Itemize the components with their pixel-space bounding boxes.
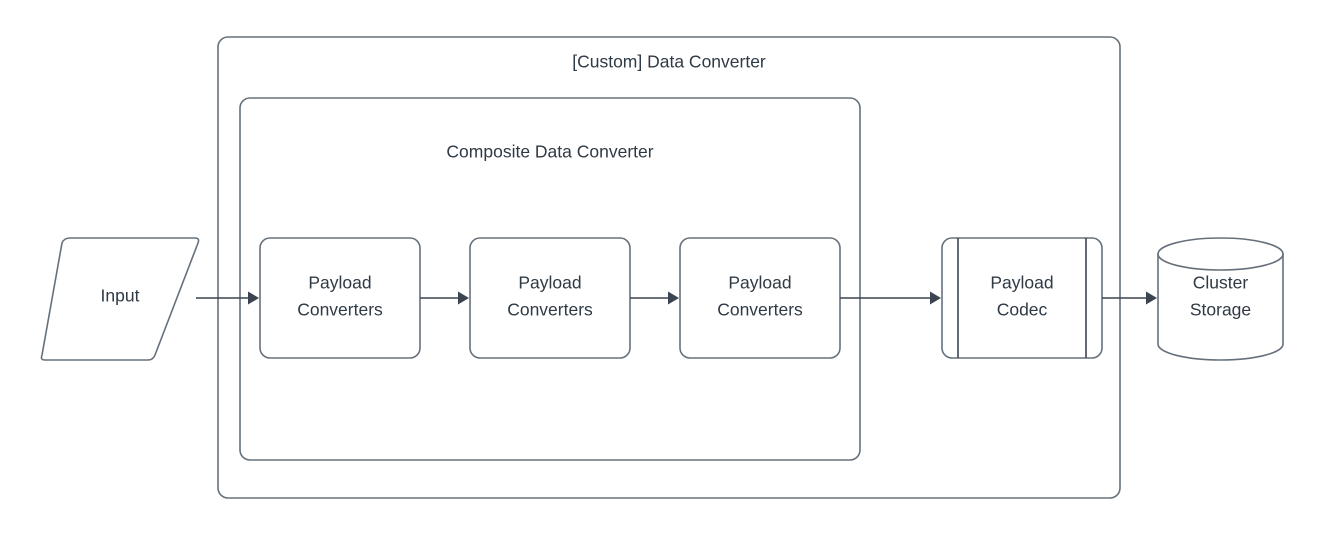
composite-data-converter-label: Composite Data Converter (446, 142, 653, 162)
payload-converters-3-box[interactable] (679, 237, 841, 359)
payload-converters-2-label-line2: Converters (507, 300, 593, 320)
arrow-head-icon (458, 291, 469, 305)
payload-converters-1-box[interactable] (259, 237, 421, 359)
custom-data-converter-label: [Custom] Data Converter (572, 52, 766, 72)
cluster-storage-body[interactable] (1157, 253, 1284, 361)
cluster-storage-label-line1: Cluster (1193, 273, 1249, 293)
payload-converters-1-label-line2: Converters (297, 300, 383, 320)
arrow-head-icon (1146, 291, 1157, 305)
payload-codec-label-line1: Payload (990, 273, 1053, 293)
cluster-storage-label-line2: Storage (1190, 300, 1251, 320)
payload-converters-2-label-line1: Payload (518, 273, 581, 293)
node-input[interactable]: Input (40, 237, 200, 361)
composite-data-converter-box[interactable] (239, 97, 861, 461)
node-payload-converters-2[interactable]: Payload Converters (469, 237, 631, 359)
payload-codec-label-line2: Codec (997, 300, 1048, 320)
custom-data-converter-box[interactable] (217, 36, 1121, 499)
input-parallelogram[interactable] (40, 237, 200, 361)
node-cluster-storage[interactable]: Cluster Storage (1157, 237, 1284, 361)
payload-converters-3-label-line2: Converters (717, 300, 803, 320)
container-custom-data-converter[interactable]: [Custom] Data Converter (217, 36, 1121, 499)
node-payload-codec[interactable]: Payload Codec (941, 237, 1103, 359)
connector-converter-3-to-payload-codec (840, 291, 941, 305)
payload-codec-box[interactable] (941, 237, 1103, 359)
arrow-head-icon (668, 291, 679, 305)
payload-converters-2-box[interactable] (469, 237, 631, 359)
arrow-head-icon (930, 291, 941, 305)
node-payload-converters-1[interactable]: Payload Converters (259, 237, 421, 359)
connector-converter-2-to-converter-3 (630, 291, 679, 305)
cluster-storage-top-ellipse (1157, 237, 1284, 271)
payload-converters-3-label-line1: Payload (728, 273, 791, 293)
container-composite-data-converter[interactable]: Composite Data Converter (239, 97, 861, 461)
connector-payload-codec-to-cluster-storage (1102, 291, 1157, 305)
connector-input-to-converter-1 (196, 291, 259, 305)
payload-converters-1-label-line1: Payload (308, 273, 371, 293)
node-payload-converters-3[interactable]: Payload Converters (679, 237, 841, 359)
arrow-head-icon (248, 291, 259, 305)
input-label: Input (101, 286, 140, 306)
connector-converter-1-to-converter-2 (420, 291, 469, 305)
